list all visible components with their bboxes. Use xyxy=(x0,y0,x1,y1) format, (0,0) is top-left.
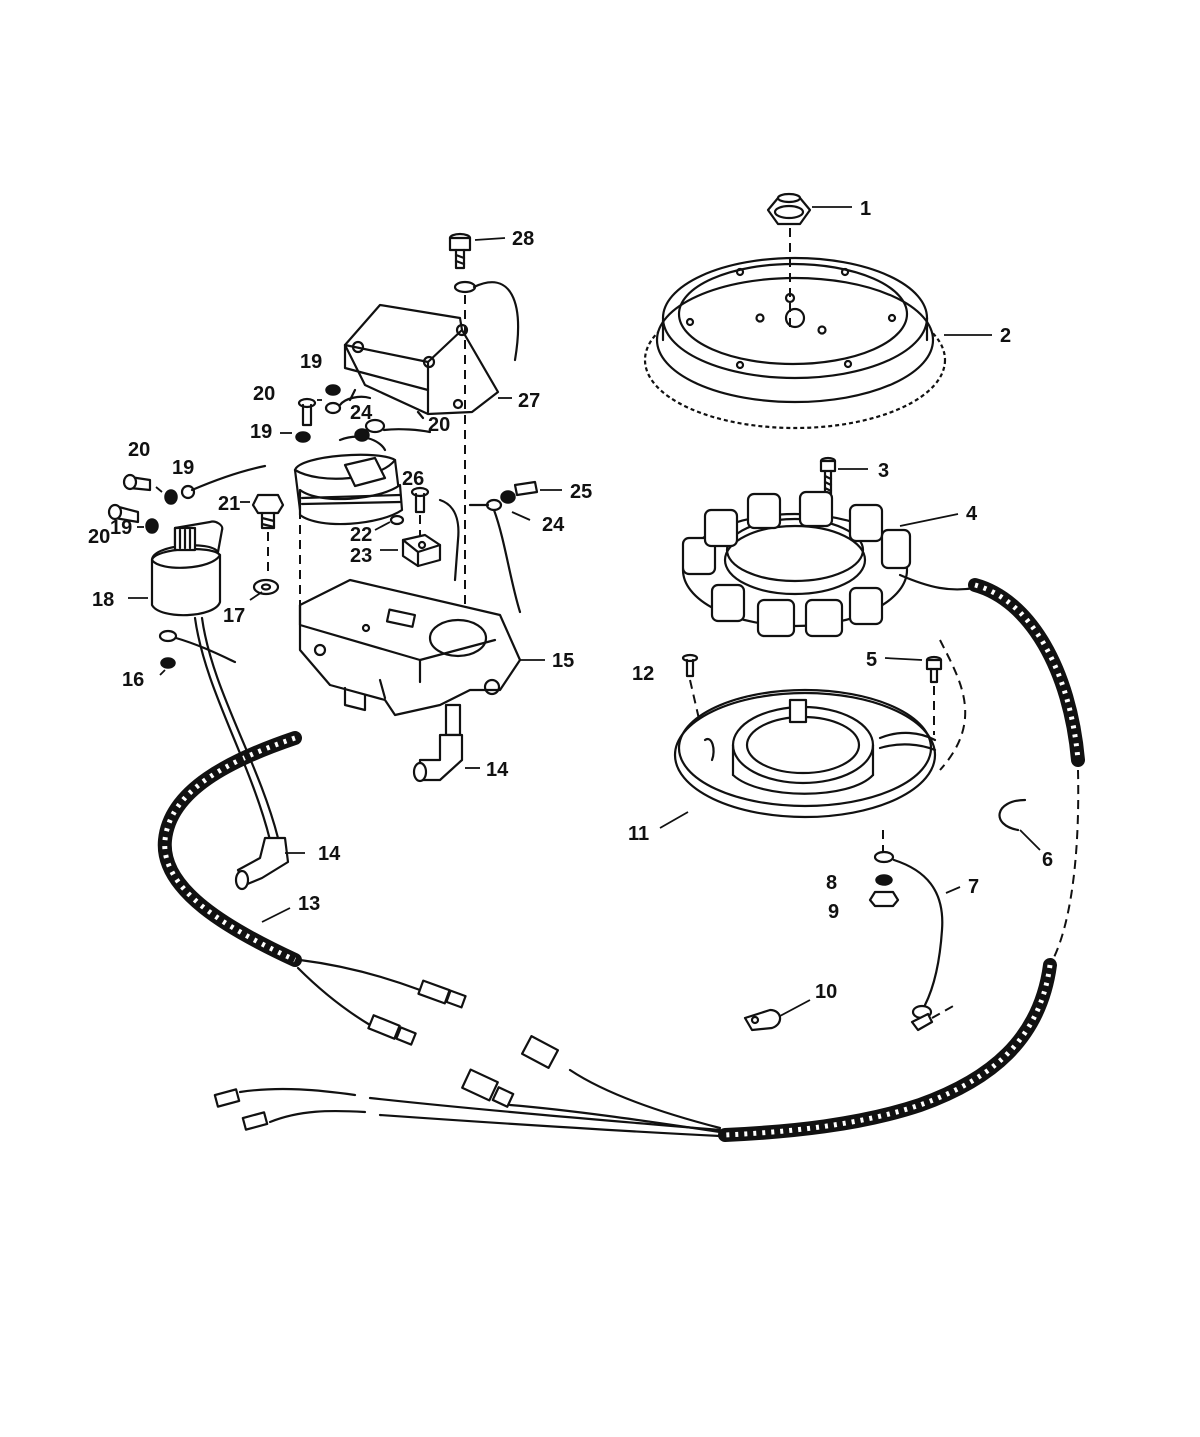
callout-labels: 1 2 3 4 5 6 7 8 9 10 11 12 13 14 14 15 1… xyxy=(88,198,1053,1003)
clip-10 xyxy=(743,1008,782,1032)
callout-12: 12 xyxy=(632,663,654,685)
callout-19-d: 19 xyxy=(110,517,132,539)
callout-9: 9 xyxy=(828,901,839,923)
leader-4 xyxy=(899,513,959,527)
flywheel-nut xyxy=(766,192,812,226)
callout-20-a: 20 xyxy=(253,383,275,405)
callout-4: 4 xyxy=(966,503,978,525)
screw-5 xyxy=(925,655,943,684)
callout-5: 5 xyxy=(866,649,877,671)
callout-15: 15 xyxy=(552,650,574,672)
callout-21: 21 xyxy=(218,493,240,515)
stator-harness-sleeve xyxy=(968,578,1085,767)
callout-20-c: 20 xyxy=(128,439,150,461)
retaining-ring xyxy=(998,798,1027,832)
callout-25: 25 xyxy=(570,481,592,503)
callout-3: 3 xyxy=(878,460,889,482)
callout-7: 7 xyxy=(968,876,979,898)
callout-20-d: 20 xyxy=(88,526,110,548)
callout-13: 13 xyxy=(298,893,320,915)
small-hardware xyxy=(107,384,539,614)
bolt-28 xyxy=(448,232,472,270)
callout-27: 27 xyxy=(518,390,540,412)
screw-12 xyxy=(681,653,699,678)
callout-11: 11 xyxy=(628,823,649,845)
callout-22: 22 xyxy=(350,524,372,546)
bolt-26 xyxy=(410,486,430,514)
callout-18: 18 xyxy=(92,589,114,611)
callout-19-b: 19 xyxy=(250,421,272,443)
stator-screw xyxy=(819,456,837,496)
callout-28: 28 xyxy=(512,228,534,250)
callout-24-b: 24 xyxy=(542,514,565,536)
callout-24-a: 24 xyxy=(350,402,373,424)
terminal-block xyxy=(401,533,442,568)
flywheel xyxy=(643,228,947,430)
leader-11 xyxy=(659,811,689,829)
ignition-coil-upper xyxy=(293,435,404,526)
coil-wire-and-boot xyxy=(158,616,290,891)
harness-connectors xyxy=(213,979,560,1131)
trigger-base xyxy=(673,688,937,819)
callout-20-b: 20 xyxy=(428,414,450,436)
callout-1: 1 xyxy=(860,198,871,220)
callout-14-upper: 14 xyxy=(486,759,509,781)
callout-6: 6 xyxy=(1042,849,1053,871)
callout-19-a: 19 xyxy=(300,351,322,373)
callout-10: 10 xyxy=(815,981,837,1003)
ground-lead-hardware xyxy=(868,830,956,1032)
callout-2: 2 xyxy=(1000,325,1011,347)
screw-22 xyxy=(389,514,405,526)
callout-26: 26 xyxy=(402,468,424,490)
callout-8: 8 xyxy=(826,872,837,894)
callout-14-lower: 14 xyxy=(318,843,341,865)
callout-23: 23 xyxy=(350,545,372,567)
callout-16: 16 xyxy=(122,669,144,691)
mounting-bracket xyxy=(298,578,522,717)
ignition-coil-18 xyxy=(150,520,224,617)
spark-plug-boot-upper xyxy=(412,703,464,783)
callout-17: 17 xyxy=(223,605,245,627)
stator xyxy=(681,490,977,638)
callout-19-c: 19 xyxy=(172,457,194,479)
switch-box xyxy=(343,280,520,420)
main-harness xyxy=(157,731,1057,1142)
bolt-21 xyxy=(251,493,285,530)
washer-17 xyxy=(252,578,280,596)
